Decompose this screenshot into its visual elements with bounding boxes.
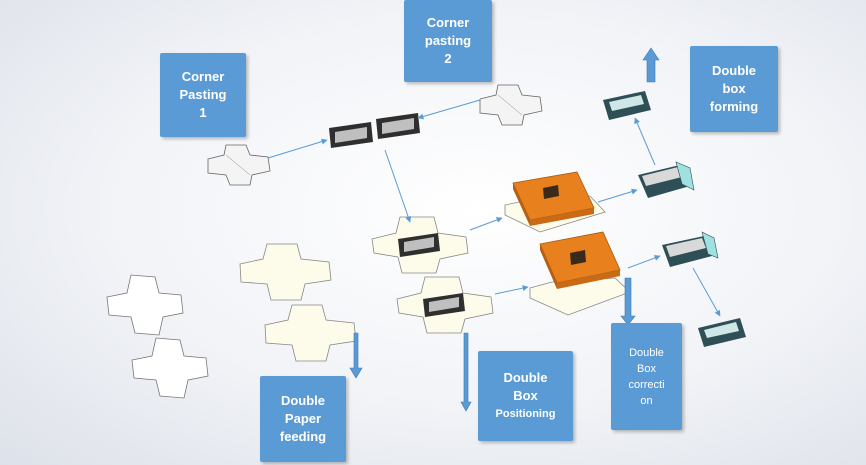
label-double-paper-feeding: Double Paper feeding xyxy=(260,376,346,462)
label-double-box-correction: Double Box correcti on xyxy=(611,323,682,430)
positioned-blank-1 xyxy=(371,216,469,274)
up-arrow xyxy=(642,47,660,83)
label-corner-pasting-1: Corner Pasting 1 xyxy=(160,53,246,137)
down-arrow-positioning xyxy=(460,332,472,412)
blank-grey-left xyxy=(207,144,271,186)
down-arrow-paper xyxy=(349,332,363,379)
positioned-blank-2 xyxy=(396,276,494,334)
label-double-box-positioning: Double Box Positioning xyxy=(478,351,573,441)
pasted-box-2 xyxy=(376,113,420,139)
label-corner-pasting-2: Corner pasting 2 xyxy=(404,0,492,82)
blank-outline-1 xyxy=(106,274,184,336)
blank-outline-2 xyxy=(131,337,209,399)
flow-arrows xyxy=(267,99,721,317)
down-arrow-correction xyxy=(620,277,636,326)
pasted-box-1 xyxy=(329,122,373,148)
formed-box-1 xyxy=(638,161,695,198)
paper-blank-2 xyxy=(264,304,357,362)
paper-blank-1 xyxy=(239,243,332,301)
label-double-box-forming: Double box forming xyxy=(690,46,778,132)
finished-box-top xyxy=(603,91,651,120)
press-platen-2 xyxy=(529,231,631,316)
formed-box-2 xyxy=(662,231,719,267)
blank-grey-right xyxy=(479,84,543,126)
finished-box-bottom xyxy=(698,318,746,347)
press-platen-1 xyxy=(504,171,606,233)
block-arrows xyxy=(349,47,660,412)
